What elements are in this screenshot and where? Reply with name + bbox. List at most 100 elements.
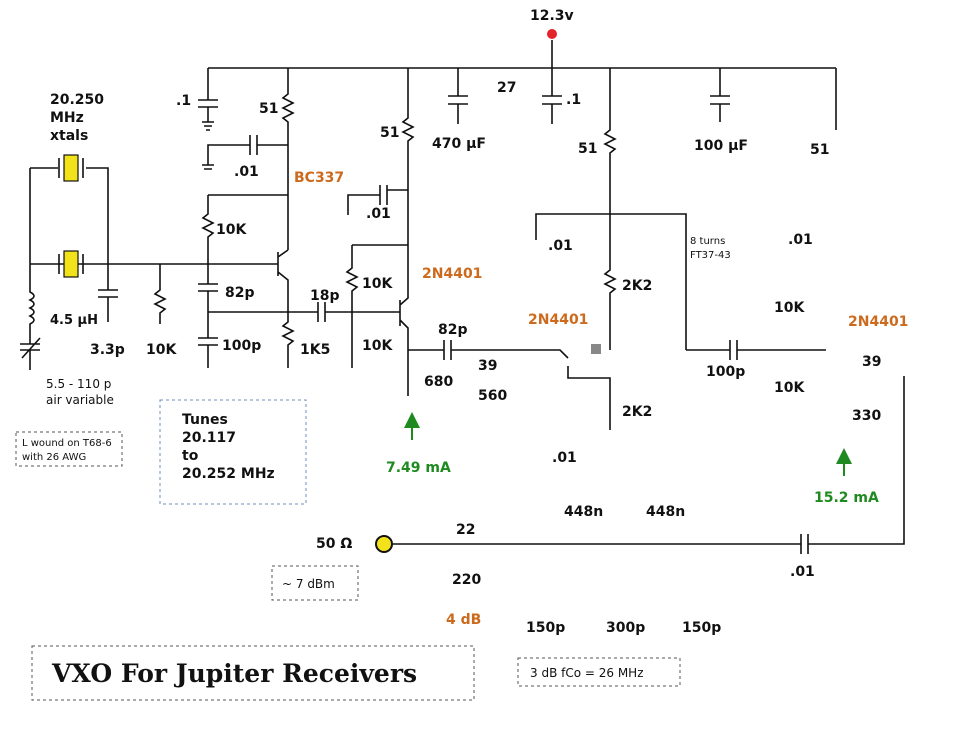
current-2-label: 15.2 mA xyxy=(814,490,879,506)
cap-100u xyxy=(710,68,730,122)
output-connector[interactable] xyxy=(375,535,393,553)
cap-01-left-label: .1 xyxy=(176,93,191,109)
resistor-51-q2-label: 51 xyxy=(380,125,399,141)
wire xyxy=(535,213,687,350)
resistor-10k-e-label: 10K xyxy=(774,300,805,316)
resistor-10k-a-label: 10K xyxy=(216,222,247,238)
tunes-line-4: 20.252 MHz xyxy=(182,466,275,482)
cap-divider xyxy=(198,264,288,368)
crystal-1 xyxy=(63,154,79,182)
resistor-10k-q2 xyxy=(345,244,408,368)
q3-collector xyxy=(603,68,617,350)
resistor-51-q3-label: 51 xyxy=(578,141,597,157)
title-box xyxy=(31,645,475,701)
inductor-448-a-label: 448n xyxy=(564,504,603,520)
crystal-2-plates xyxy=(58,254,84,274)
resistor-2k2-b-label: 2K2 xyxy=(622,404,652,420)
q3-label: 2N4401 xyxy=(528,312,588,328)
cap-470u xyxy=(448,68,468,124)
cap-18p-label: 18p xyxy=(310,288,340,304)
fco-label: 3 dB fCo = 26 MHz xyxy=(530,666,644,680)
cap-18p xyxy=(288,302,400,322)
q2-label: 2N4401 xyxy=(422,266,482,282)
supply-dot xyxy=(547,29,557,39)
current-1-label: 7.49 mA xyxy=(386,460,451,476)
cap-100u-label: 100 µF xyxy=(694,138,748,154)
cap-150-b-label: 150p xyxy=(682,620,721,636)
tunes-line-2: 20.117 xyxy=(182,430,236,446)
cap-300-label: 300p xyxy=(606,620,645,636)
dbm-label: ~ 7 dBm xyxy=(282,577,335,591)
cap-001-q2-label: .01 xyxy=(366,206,391,222)
wire xyxy=(29,167,109,264)
q4-label: 2N4401 xyxy=(848,314,908,330)
crystal-label-1: 20.250 xyxy=(50,92,104,108)
resistor-51-q1-label: 51 xyxy=(259,101,278,117)
output-wiring xyxy=(392,376,905,554)
cap-out-label: .01 xyxy=(790,564,815,580)
cap-001-q1-label: .01 xyxy=(234,164,259,180)
dbm-box xyxy=(271,565,359,601)
resistor-1k5-label: 1K5 xyxy=(300,342,330,358)
crystal-label-2: MHz xyxy=(50,110,84,126)
crystal-1-plates xyxy=(58,158,84,178)
cap-470u-label: 470 µF xyxy=(432,136,486,152)
page-title: VXO For Jupiter Receivers xyxy=(51,659,417,688)
resistor-39-b-label: 39 xyxy=(862,354,881,370)
coil-note-box xyxy=(15,431,123,467)
cap-01-right xyxy=(542,68,562,124)
inductor-4u5-label: 4.5 µH xyxy=(50,313,98,328)
cap-82p-label: 82p xyxy=(225,285,255,301)
resistor-10k-d-label: 10K xyxy=(362,338,393,354)
resistor-51-q4-label: 51 xyxy=(810,142,829,158)
var-cap-label-2: air variable xyxy=(46,393,114,407)
resistor-10k-c-label: 10K xyxy=(362,276,393,292)
cap-01-left xyxy=(198,68,218,131)
resistor-1k5 xyxy=(281,312,295,368)
fco-box xyxy=(517,657,681,687)
resistor-560-label: 560 xyxy=(478,388,507,404)
resistor-330-label: 330 xyxy=(852,408,881,424)
cap-82p-b-label: 82p xyxy=(438,322,468,338)
resistor-10k-b xyxy=(153,264,167,324)
resistor-10k-a xyxy=(201,195,215,264)
supply-label: 12.3v xyxy=(530,8,574,24)
crystal-label-3: xtals xyxy=(50,128,88,144)
q3-marker xyxy=(591,344,601,354)
q1-label: BC337 xyxy=(294,170,344,186)
q3-wiring xyxy=(408,340,611,430)
inductor-448-b-label: 448n xyxy=(646,504,685,520)
resistor-39-a-label: 39 xyxy=(478,358,497,374)
cap-01-right-label: .1 xyxy=(566,92,581,108)
crystal-2 xyxy=(63,250,79,278)
tunes-line-3: to xyxy=(182,448,199,464)
tunes-line-1: Tunes xyxy=(182,412,228,428)
cap-150-a-label: 150p xyxy=(526,620,565,636)
transistor-q2 xyxy=(399,68,415,370)
tunes-box xyxy=(159,399,307,505)
cap-100p-label: 100p xyxy=(222,338,261,354)
coil-note-1: L wound on T68-6 xyxy=(22,438,112,449)
resistor-27-label: 27 xyxy=(497,80,516,96)
ohm-label: 50 Ω xyxy=(316,536,352,552)
cap-001-q3-label: .01 xyxy=(548,238,573,254)
var-cap-label-1: 5.5 - 110 p xyxy=(46,377,111,391)
cap-001-q4-label: .01 xyxy=(788,232,813,248)
resistor-680-label: 680 xyxy=(424,374,453,390)
cap-3p3 xyxy=(98,264,118,322)
cap-3p3-label: 3.3p xyxy=(90,342,125,358)
resistor-10k-b-label: 10K xyxy=(146,342,177,358)
cap-001-q2 xyxy=(347,185,408,215)
resistor-22-label: 22 xyxy=(456,522,475,538)
coil-note-2: with 26 AWG xyxy=(22,452,86,463)
cap-100p-b xyxy=(686,340,826,360)
cap-100p-b-label: 100p xyxy=(706,364,745,380)
resistor-2k2-a-label: 2K2 xyxy=(622,278,652,294)
atten-label: 4 dB xyxy=(446,612,481,628)
toroid-label-2: FT37-43 xyxy=(690,250,731,261)
transistor-q1 xyxy=(277,175,289,312)
resistor-51-q1 xyxy=(281,68,295,175)
cap-001-q3e-label: .01 xyxy=(552,450,577,466)
